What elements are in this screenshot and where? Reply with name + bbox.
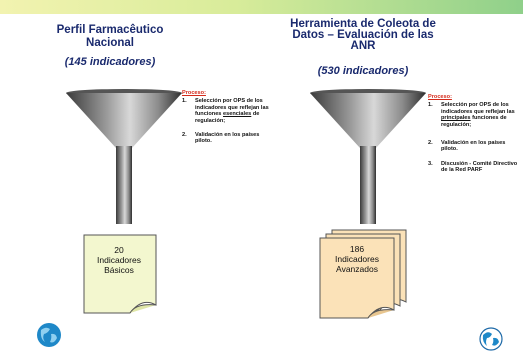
left-funnel — [66, 89, 182, 224]
right-step-1: 1. Selección por OPS de los indicadores … — [428, 102, 515, 128]
right-title-line-2: Datos – Evaluación de las — [292, 29, 434, 41]
left-document-label: 20 Indicadores Básicos — [97, 245, 141, 275]
header-band — [0, 0, 523, 14]
right-funnel — [310, 89, 426, 224]
left-process: Proceso: 1. Selección por OPS de los ind… — [182, 90, 274, 153]
right-step-2: 2. Validación en los países piloto. — [428, 140, 506, 153]
left-title-text: Perfil Farmacêutico Nacional — [56, 24, 164, 49]
globe-icon-left — [37, 323, 61, 347]
globe-icon-right — [479, 327, 503, 351]
left-subtitle: (145 indicadores) — [64, 56, 156, 68]
right-document-stack — [319, 229, 407, 319]
left-document — [83, 234, 157, 314]
right-title-line-1: Herramienta de Coleota de — [290, 18, 436, 30]
left-process-heading: Proceso: — [182, 90, 206, 96]
right-step-3: 3. Discusión - Comité Directivo de la Re… — [428, 160, 518, 174]
right-title: Herramienta de Coleota de Datos – Evalua… — [288, 18, 438, 78]
right-title-line-3: ANR — [350, 40, 376, 52]
left-step-1: 1. Selección por OPS de los indicadores … — [182, 98, 269, 124]
right-subtitle: (530 indicadores) — [317, 65, 409, 77]
right-document-label: 186 Indicadores Avanzados — [335, 244, 379, 274]
right-process-heading: Proceso: — [428, 94, 452, 100]
left-title: Perfil Farmacêutico Nacional (145 indica… — [40, 24, 180, 69]
left-step-2: 2. Validación en los países piloto. — [182, 132, 260, 145]
right-process: Proceso: 1. Selección por OPS de los ind… — [428, 94, 518, 182]
